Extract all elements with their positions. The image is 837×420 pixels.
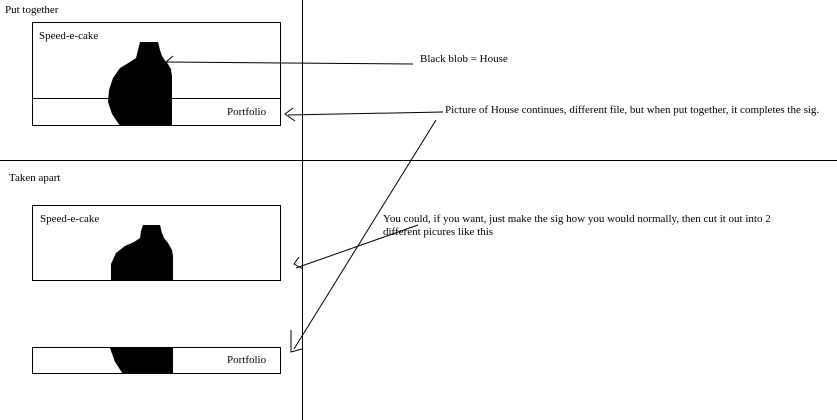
sig-bottom-text-bottom-piece: Portfolio [227,354,267,366]
section-title-put-together: Put together [5,4,59,16]
arrow-house-note [165,55,414,71]
annotation-house-note: Black blob = House [420,53,508,65]
combined-signature [32,22,281,126]
arrow-to-bottom-piece [290,119,437,353]
sig-bottom-text-combined: Portfolio [227,106,267,118]
arrow-continues-note [284,107,444,122]
top-piece [32,205,281,281]
sig-top-text-top-piece: Speed-e-cake [40,213,100,225]
section-title-taken-apart: Taken apart [9,172,61,184]
bottom-piece [32,347,281,374]
house-blob-bottom-piece [110,348,173,374]
house-blob-top-piece [111,225,173,280]
annotation-continues-note: Picture of House continues, different fi… [445,104,820,116]
house-blob-combined [108,42,172,126]
sig-top-text-combined: Speed-e-cake [39,30,99,42]
annotation-cut-note: You could, if you want, just make the si… [383,213,771,238]
